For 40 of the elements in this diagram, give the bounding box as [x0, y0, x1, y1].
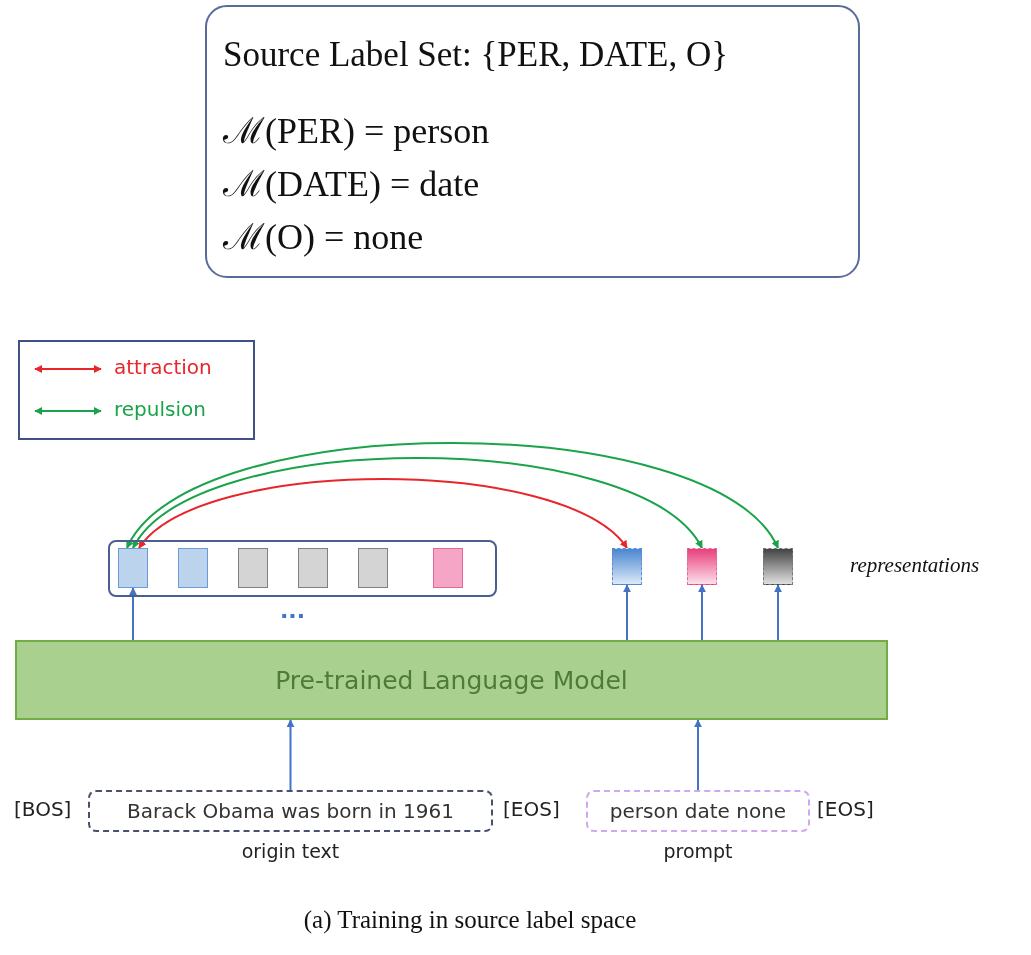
- box-caption: origin text: [240, 840, 341, 862]
- arrow: [774, 584, 782, 641]
- model-box: [15, 640, 888, 720]
- arrow: [698, 584, 706, 641]
- legend-label: repulsion: [114, 397, 206, 421]
- label-mapping-box: [205, 5, 860, 278]
- token-square: [178, 548, 208, 588]
- origin-text-box: [88, 790, 493, 832]
- arrow: [694, 719, 702, 791]
- token-group-box: [108, 540, 497, 597]
- mapping-text: ℳ(DATE) = date: [223, 163, 480, 206]
- token-square: [298, 548, 328, 588]
- token-square: [358, 548, 388, 588]
- arrow: [623, 584, 631, 641]
- figure-caption: (a) Training in source label space: [302, 906, 638, 934]
- mapping-text: ℳ(O) = none: [223, 216, 424, 259]
- box-caption: prompt: [662, 840, 734, 862]
- curved-arrow: [132, 457, 703, 549]
- legend-label: attraction: [114, 355, 212, 379]
- token-square: [118, 548, 148, 588]
- arrow: [286, 719, 295, 791]
- token-label: [EOS]: [817, 797, 874, 821]
- ellipsis: ...: [280, 598, 306, 623]
- token-label: [BOS]: [14, 797, 72, 821]
- label-representation-square: [612, 548, 642, 585]
- curved-arrow: [138, 478, 628, 549]
- prompt-words: person date none: [609, 799, 787, 823]
- token-label: [EOS]: [503, 797, 560, 821]
- token-square: [238, 548, 268, 588]
- label-representation-square: [687, 548, 717, 585]
- mapping-text: ℳ(PER) = person: [223, 110, 490, 153]
- curved-arrow: [126, 442, 779, 549]
- side-label: representations: [850, 553, 980, 578]
- input-sentence: Barack Obama was born in 1961: [127, 799, 454, 823]
- model-label: Pre-trained Language Model: [275, 665, 628, 695]
- prompt-box: [586, 790, 810, 832]
- label-representation-square: [763, 548, 793, 585]
- label-set-text: Source Label Set: {PER, DATE, O}: [223, 35, 729, 75]
- token-square: [433, 548, 463, 588]
- arrow: [129, 587, 137, 641]
